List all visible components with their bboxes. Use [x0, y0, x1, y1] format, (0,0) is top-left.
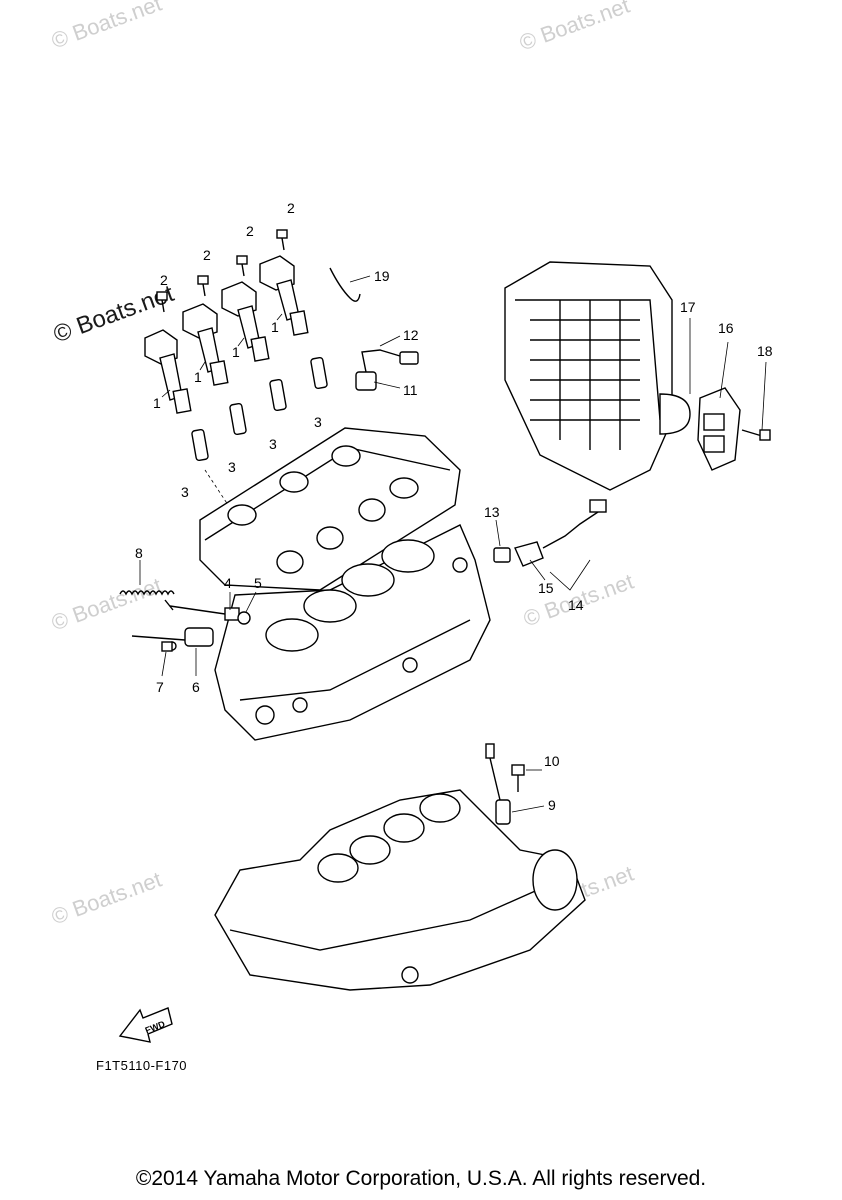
callout-label: 17: [680, 299, 696, 315]
leader-lines: [139, 275, 767, 813]
callout-label: 1: [194, 369, 202, 385]
diagram-code: F1T5110-F170: [96, 1058, 188, 1073]
callout-label: 3: [269, 436, 277, 452]
bolt: [156, 229, 288, 313]
pressure-sensor: [493, 499, 607, 567]
callout-label: 1: [271, 319, 279, 335]
cylinder-head: [199, 427, 461, 591]
callout-label: 6: [192, 679, 200, 695]
callout-label: 10: [544, 753, 560, 769]
callout-label: 14: [568, 597, 584, 613]
callout-label: 7: [156, 679, 164, 695]
callout-label: 1: [153, 395, 161, 411]
callout-label: 19: [374, 268, 390, 284]
exhaust-manifold: [214, 789, 586, 991]
callout-label: 18: [757, 343, 773, 359]
callout-label: 2: [287, 200, 295, 216]
exhaust-sensor: [485, 743, 511, 825]
callout-label: 13: [484, 504, 500, 520]
cylinder-block: [214, 524, 491, 741]
spark-plug: [191, 356, 328, 462]
callout-label: 3: [228, 459, 236, 475]
ignition-coil: [182, 303, 229, 386]
fwd-arrow-icon: [118, 1007, 173, 1043]
callout-label: 5: [254, 575, 262, 591]
callout-label: 3: [314, 414, 322, 430]
callout-label: 3: [181, 484, 189, 500]
knock-sensor: [131, 627, 214, 651]
callout-label: 2: [203, 247, 211, 263]
bolt: [511, 764, 525, 792]
ignition-coil: [259, 255, 309, 336]
ecu-housing: [504, 261, 691, 491]
callout-label: 4: [224, 575, 232, 591]
spring: [119, 590, 175, 596]
ignition-coil: [221, 281, 270, 362]
copyright-notice: ©2014 Yamaha Motor Corporation, U.S.A. A…: [135, 1167, 707, 1190]
clip: [329, 267, 361, 302]
callout-label: 2: [160, 272, 168, 288]
callout-label: 9: [548, 797, 556, 813]
callout-label: 8: [135, 545, 143, 561]
bolt: [161, 641, 173, 652]
sensor-module: [697, 387, 741, 471]
callout-label: 11: [403, 382, 418, 398]
temperature-sensor: [164, 599, 240, 621]
ignition-coil: [144, 329, 192, 414]
cam-sensor: [355, 349, 419, 391]
callout-label: 1: [232, 344, 240, 360]
callout-label: 15: [538, 580, 554, 596]
callout-label: 16: [718, 320, 734, 336]
bolt: [741, 429, 771, 441]
callout-label: 12: [403, 327, 419, 343]
callout-label: 2: [246, 223, 254, 239]
gasket-ring: [237, 611, 251, 625]
